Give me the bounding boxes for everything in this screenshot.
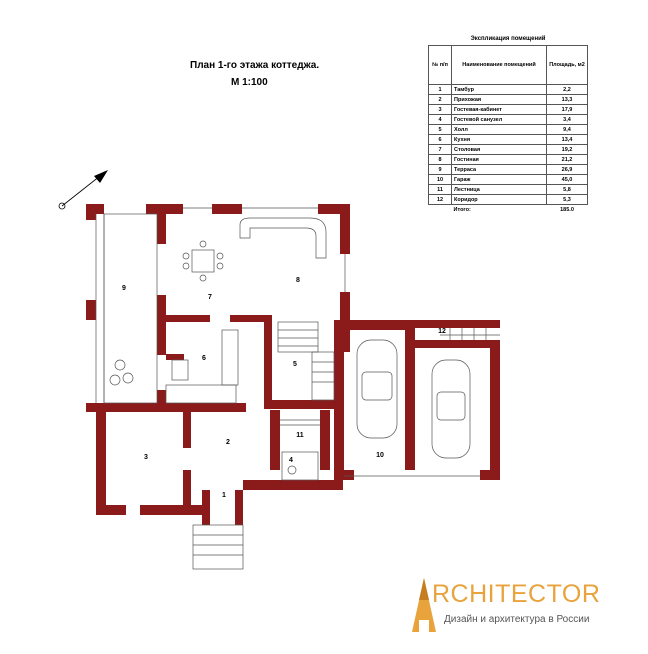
logo-subtitle: Дизайн и архитектура в России	[444, 614, 590, 625]
explication-total-row: Итого: 185.0	[429, 205, 588, 215]
header-num: № п/п	[428, 45, 452, 85]
plan-title: План 1-го этажа коттеджа.	[190, 60, 320, 71]
room-label-3: 3	[144, 454, 148, 461]
room-label-5: 5	[293, 361, 297, 368]
logo-wordmark: RCHITECTOR	[432, 580, 601, 608]
room-label-12: 12	[438, 328, 446, 335]
logo-pencil-icon	[412, 578, 436, 632]
room-label-9: 9	[122, 285, 126, 292]
plan-lines	[95, 207, 500, 570]
room-label-4: 4	[289, 457, 293, 464]
architector-logo	[412, 578, 436, 632]
total-value: 185.0	[560, 206, 574, 213]
room-label-10: 10	[376, 452, 384, 459]
room-label-6: 6	[202, 355, 206, 362]
north-arrow-icon	[58, 170, 108, 210]
explication-caption: Экспликация помещений	[470, 36, 546, 42]
explication-table-block: Экспликация помещений № п/п Наименование…	[428, 36, 588, 214]
total-label: Итого:	[453, 206, 471, 213]
header-name: Наименование помещений	[451, 45, 547, 85]
explication-table: № п/п Наименование помещений Площадь, м2…	[428, 45, 588, 214]
explication-cell-area: 5,3	[546, 194, 588, 205]
room-label-8: 8	[296, 277, 300, 284]
plan-scale: М 1:100	[231, 77, 268, 88]
room-label-1: 1	[222, 492, 226, 499]
room-label-11: 11	[296, 432, 304, 439]
room-label-7: 7	[208, 294, 212, 301]
room-label-2: 2	[226, 439, 230, 446]
plan-walls	[86, 204, 500, 525]
